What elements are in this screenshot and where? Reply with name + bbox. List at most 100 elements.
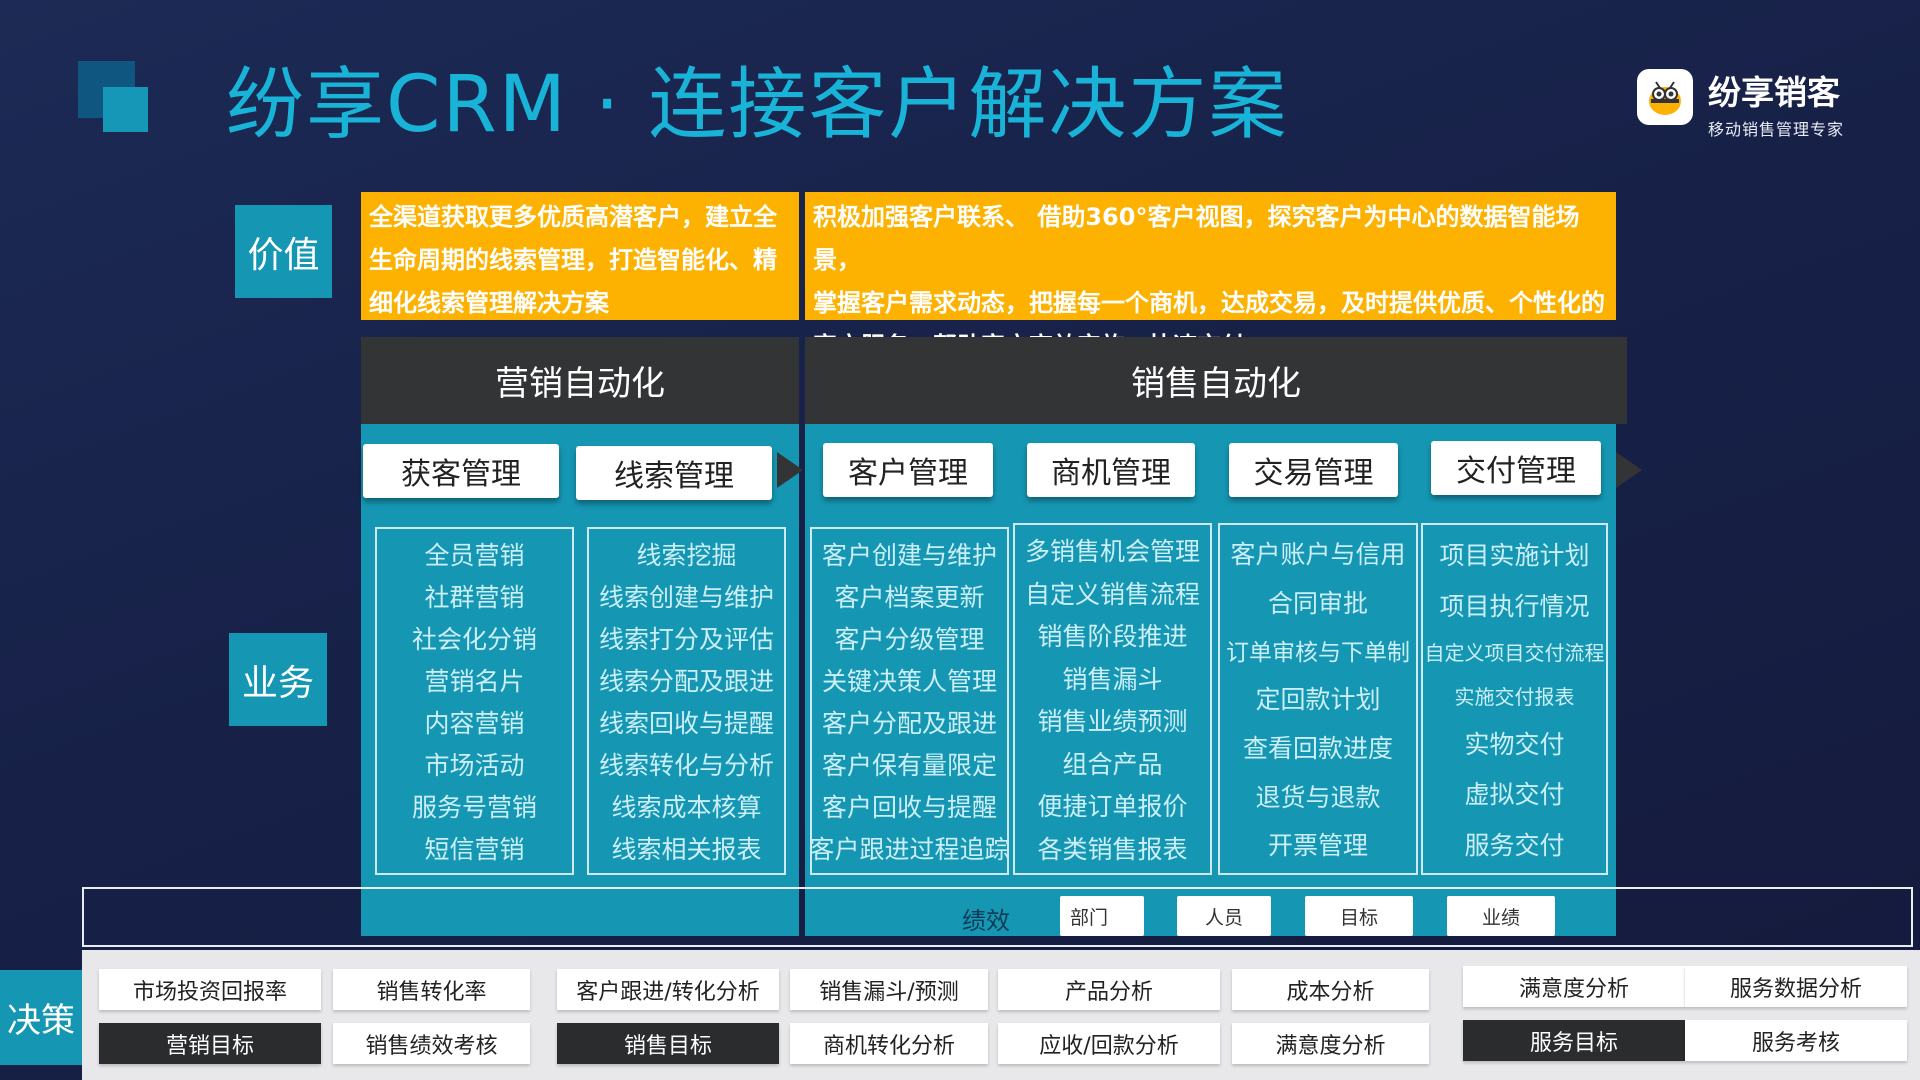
panel-marketing xyxy=(361,424,799,936)
category-sales-automation: 销售自动化 xyxy=(805,337,1627,424)
page-title: 纷享CRM · 连接客户解决方案 xyxy=(226,60,1289,150)
decision-button[interactable]: 应收/回款分析 xyxy=(998,1023,1220,1064)
flow-arrow-icon xyxy=(1616,452,1642,488)
feature-item: 销售业绩预测 xyxy=(1037,707,1188,737)
feature-item: 社会化分销 xyxy=(411,625,537,654)
decision-button[interactable]: 市场投资回报率 xyxy=(99,969,321,1010)
feature-item: 组合产品 xyxy=(1062,749,1163,779)
decision-button[interactable]: 满意度分析 xyxy=(1463,966,1685,1007)
category-marketing-automation: 营销自动化 xyxy=(361,337,799,424)
feature-item: 社群营销 xyxy=(424,583,525,612)
feature-item: 实物交付 xyxy=(1464,729,1565,759)
module-opportunities[interactable]: 商机管理 xyxy=(1027,443,1195,497)
label-value: 价值 xyxy=(235,205,332,298)
module-delivery[interactable]: 交付管理 xyxy=(1431,441,1601,495)
feature-list-customers: 客户创建与维护 客户档案更新 客户分级管理 关键决策人管理 客户分配及跟进 客户… xyxy=(809,527,1010,875)
feature-item: 客户创建与维护 xyxy=(821,541,997,570)
feature-item: 定回款计划 xyxy=(1255,684,1381,714)
decision-button-dark[interactable]: 营销目标 xyxy=(99,1023,321,1064)
feature-item: 关键决策人管理 xyxy=(821,667,997,696)
feature-item: 市场活动 xyxy=(424,751,525,780)
feature-item: 客户回收与提醒 xyxy=(821,793,997,822)
feature-item: 营销名片 xyxy=(424,667,525,696)
decision-button[interactable]: 产品分析 xyxy=(998,969,1220,1010)
value-line: 掌握客户需求动态，把握每一个商机，达成交易，及时提供优质、个性化的 xyxy=(813,289,1605,317)
feature-item: 线索打分及评估 xyxy=(598,625,774,654)
feature-list-acquisition: 全员营销 社群营销 社会化分销 营销名片 内容营销 市场活动 服务号营销 短信营… xyxy=(375,527,574,875)
feature-item: 便捷订单报价 xyxy=(1037,792,1188,822)
performance-bar xyxy=(82,887,1913,947)
feature-item: 客户分配及跟进 xyxy=(821,709,997,738)
module-acquisition[interactable]: 获客管理 xyxy=(363,444,559,498)
label-business: 业务 xyxy=(229,633,327,726)
decision-button[interactable]: 销售漏斗/预测 xyxy=(790,969,988,1010)
feature-item: 自定义销售流程 xyxy=(1024,579,1200,609)
decision-button[interactable]: 客户跟进/转化分析 xyxy=(557,969,779,1010)
feature-item: 内容营销 xyxy=(424,709,525,738)
feature-list-delivery: 项目实施计划 项目执行情况 自定义项目交付流程 实施交付报表 实物交付 虚拟交付… xyxy=(1421,523,1608,875)
feature-item: 虚拟交付 xyxy=(1464,780,1565,810)
decision-button[interactable]: 商机转化分析 xyxy=(790,1023,988,1064)
module-customers[interactable]: 客户管理 xyxy=(823,443,993,497)
decision-button[interactable]: 销售转化率 xyxy=(333,969,530,1010)
value-text-sales: 积极加强客户联系、 借助360°客户视图，探究客户为中心的数据智能场景， 掌握客… xyxy=(805,192,1616,360)
decision-button[interactable]: 成本分析 xyxy=(1232,969,1429,1010)
feature-item: 客户保有量限定 xyxy=(821,751,997,780)
feature-item: 线索成本核算 xyxy=(611,793,762,822)
feature-item: 客户跟进过程追踪 xyxy=(809,835,1010,864)
decision-button-dark[interactable]: 销售目标 xyxy=(557,1023,779,1064)
feature-item: 线索转化与分析 xyxy=(598,751,774,780)
feature-item: 合同审批 xyxy=(1267,589,1368,619)
module-leads[interactable]: 线索管理 xyxy=(576,446,772,500)
chip-department[interactable]: 部门 xyxy=(1060,896,1144,936)
value-line: 生命周期的线索管理，打造智能化、精 xyxy=(369,246,777,274)
brand-logo xyxy=(1637,67,1731,127)
feature-item: 开票管理 xyxy=(1267,831,1368,861)
feature-item: 退货与退款 xyxy=(1255,782,1381,812)
feature-list-transactions: 客户账户与信用 合同审批 订单审核与下单制 定回款计划 查看回款进度 退货与退款… xyxy=(1218,523,1418,875)
decision-button[interactable]: 满意度分析 xyxy=(1232,1023,1429,1064)
feature-item: 客户档案更新 xyxy=(834,583,985,612)
feature-item: 订单审核与下单制 xyxy=(1226,640,1410,667)
feature-item: 自定义项目交付流程 xyxy=(1424,641,1605,666)
chip-performance[interactable]: 业绩 xyxy=(1447,896,1555,936)
performance-label: 绩效 xyxy=(962,907,1010,935)
label-decision: 决策 xyxy=(0,970,82,1065)
decision-button[interactable]: 服务数据分析 xyxy=(1685,966,1907,1007)
value-text-marketing: 全渠道获取更多优质高潜客户，建立全 生命周期的线索管理，打造智能化、精 细化线索… xyxy=(361,192,799,320)
feature-item: 查看回款进度 xyxy=(1242,733,1393,763)
feature-item: 服务交付 xyxy=(1464,830,1565,860)
feature-item: 项目执行情况 xyxy=(1439,591,1590,621)
value-line: 积极加强客户联系、 借助360°客户视图，探究客户为中心的数据智能场景， xyxy=(813,203,1580,274)
decision-button[interactable]: 销售绩效考核 xyxy=(333,1023,530,1064)
decision-button-dark[interactable]: 服务目标 xyxy=(1463,1020,1685,1061)
value-line: 全渠道获取更多优质高潜客户，建立全 xyxy=(369,203,777,231)
module-transactions[interactable]: 交易管理 xyxy=(1229,443,1398,497)
feature-item: 各类销售报表 xyxy=(1037,834,1188,864)
feature-list-opportunities: 多销售机会管理 自定义销售流程 销售阶段推进 销售漏斗 销售业绩预测 组合产品 … xyxy=(1013,523,1212,875)
brand-text: 纷享销客 移动销售管理专家 xyxy=(1708,66,1844,140)
feature-item: 客户分级管理 xyxy=(834,625,985,654)
feature-item: 销售阶段推进 xyxy=(1037,622,1188,652)
bee-mascot-icon xyxy=(1637,69,1693,125)
chip-target[interactable]: 目标 xyxy=(1305,896,1413,936)
feature-item: 销售漏斗 xyxy=(1062,664,1163,694)
feature-item: 多销售机会管理 xyxy=(1024,537,1200,567)
feature-item: 线索分配及跟进 xyxy=(598,667,774,696)
feature-item: 项目实施计划 xyxy=(1439,541,1590,571)
value-line: 细化线索管理解决方案 xyxy=(369,289,609,317)
logo-square-front xyxy=(103,87,148,132)
feature-item: 线索回收与提醒 xyxy=(598,709,774,738)
feature-item: 实施交付报表 xyxy=(1454,684,1575,709)
brand-name: 纷享销客 xyxy=(1708,73,1840,112)
feature-item: 线索挖掘 xyxy=(636,541,737,570)
feature-item: 客户账户与信用 xyxy=(1230,540,1406,570)
feature-list-leads: 线索挖掘 线索创建与维护 线索打分及评估 线索分配及跟进 线索回收与提醒 线索转… xyxy=(587,527,786,875)
flow-arrow-icon xyxy=(777,452,803,488)
feature-item: 线索创建与维护 xyxy=(598,583,774,612)
chip-personnel[interactable]: 人员 xyxy=(1177,896,1271,936)
brand-slogan: 移动销售管理专家 xyxy=(1708,120,1845,139)
decision-button[interactable]: 服务考核 xyxy=(1685,1020,1907,1061)
feature-item: 短信营销 xyxy=(424,835,525,864)
feature-item: 服务号营销 xyxy=(411,793,537,822)
